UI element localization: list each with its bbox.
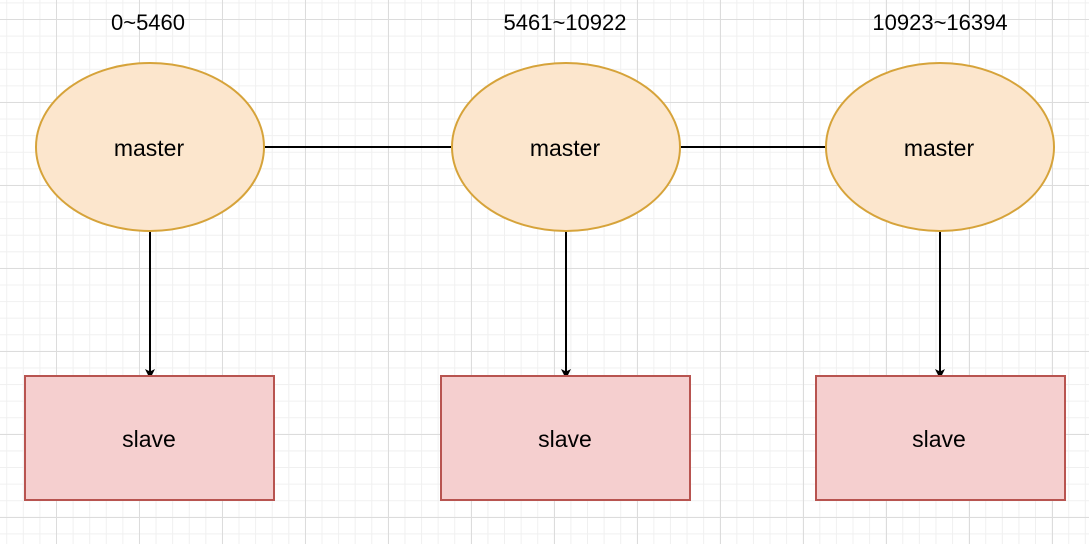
master-node-shape[interactable] <box>451 62 681 232</box>
slave-node[interactable]: slave <box>440 375 691 501</box>
master-node-label: master <box>530 135 601 161</box>
slot-range-label: 10923~16394 <box>872 10 1007 35</box>
master-node[interactable]: master <box>451 62 681 232</box>
slot-range-label: 5461~10922 <box>504 10 627 35</box>
slave-node[interactable]: slave <box>815 375 1066 501</box>
master-node-shape[interactable] <box>35 62 265 232</box>
slave-node-shape[interactable] <box>815 375 1066 501</box>
master-node-shape[interactable] <box>825 62 1055 232</box>
slot-range-label: 0~5460 <box>111 10 185 35</box>
slave-node-label: slave <box>122 426 176 452</box>
master-node-label: master <box>114 135 185 161</box>
slave-node[interactable]: slave <box>24 375 275 501</box>
master-node[interactable]: master <box>825 62 1055 232</box>
master-node[interactable]: master <box>35 62 265 232</box>
slave-node-shape[interactable] <box>440 375 691 501</box>
master-node-label: master <box>904 135 975 161</box>
slave-node-shape[interactable] <box>24 375 275 501</box>
slave-node-label: slave <box>912 426 966 452</box>
slave-node-label: slave <box>538 426 592 452</box>
